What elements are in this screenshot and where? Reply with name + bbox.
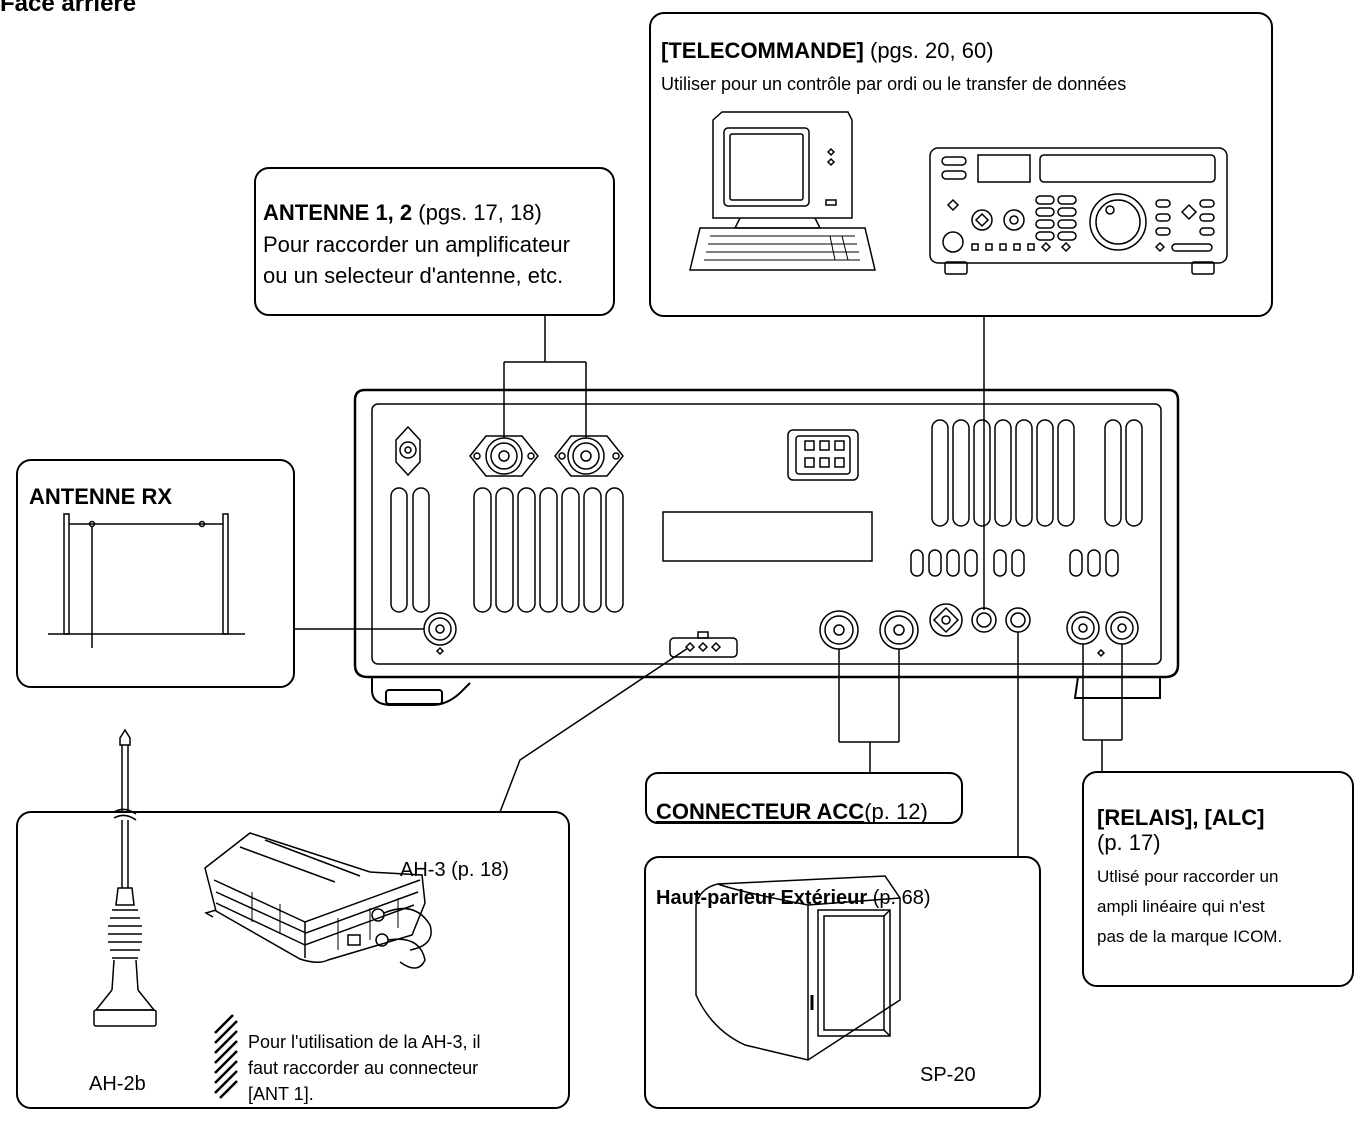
relais-alc-pages: (p. 17) xyxy=(1097,830,1161,855)
note-line3: [ANT 1]. xyxy=(248,1084,314,1104)
connecteur-acc-heading: CONNECTEUR ACC(p. 12) xyxy=(656,798,928,825)
connecteur-acc-callout-box xyxy=(645,772,963,824)
ah2b-model-label: AH-2b xyxy=(89,1073,146,1095)
note-line2: faut raccorder au connecteur xyxy=(248,1058,479,1078)
telecommande-description: Utiliser pour un contrôle par ordi ou le… xyxy=(661,74,1127,94)
telecommande-pages: (pgs. 20, 60) xyxy=(870,38,994,63)
antenne12-line1: Pour raccorder un amplificateur xyxy=(263,232,570,257)
transceiver-front-illustration xyxy=(929,147,1228,275)
relais-alc-callout-box xyxy=(1082,771,1354,987)
haut-parleur-pages: (p. 68) xyxy=(872,887,931,909)
telecommande-label: [TELECOMMANDE] xyxy=(661,38,864,63)
ah3-model-label: AH-3 (p. 18) xyxy=(400,859,509,881)
relais-alc-line1: Utlisé pour raccorder un xyxy=(1097,867,1279,886)
relais-alc-label: [RELAIS], [ALC] xyxy=(1097,805,1265,830)
transceiver-rear-panel xyxy=(353,388,1180,706)
antenne12-label: ANTENNE 1, 2 xyxy=(263,200,413,225)
acc-sockets xyxy=(819,610,919,650)
rx-antenna-connector xyxy=(423,612,457,656)
haut-parleur-heading: Haut-parleur Extérieur (p. 68) xyxy=(656,886,931,911)
antenne12-callout-box xyxy=(254,167,615,316)
ah3-tuner-illustration xyxy=(204,832,432,969)
antenne12-pages: (pgs. 17, 18) xyxy=(418,200,542,225)
antenne12-line2: ou un selecteur d'antenne, etc. xyxy=(263,263,564,288)
connecteur-acc-label: CONNECTEUR ACC xyxy=(656,799,865,824)
relais-alc-leader xyxy=(1082,644,1123,772)
leader-lines xyxy=(294,316,1123,857)
accessories-callout-box xyxy=(16,811,570,1109)
ant2-connector xyxy=(554,435,624,477)
rear-jacks xyxy=(929,603,1031,637)
haut-parleur-label: Haut-parleur Extérieur xyxy=(656,887,868,909)
ground-terminal xyxy=(395,425,421,477)
telecommande-heading: [TELECOMMANDE] (pgs. 20, 60) xyxy=(661,37,994,64)
cooling-vents xyxy=(390,419,1143,613)
dc-power-socket xyxy=(787,429,859,481)
antenne12-leader xyxy=(503,316,587,438)
relais-alc-line2: ampli linéaire qui n'est xyxy=(1097,897,1265,916)
sp20-model-label: SP-20 xyxy=(920,1064,976,1086)
connecteur-acc-leader xyxy=(838,649,900,773)
ant1-connector xyxy=(469,435,539,477)
page-title: Face arrière xyxy=(0,0,137,17)
acc-connector xyxy=(669,631,738,658)
ah2b-antenna-illustration xyxy=(93,728,157,1027)
sp20-speaker-illustration xyxy=(695,875,901,1061)
relais-alc-jacks xyxy=(1066,611,1139,658)
note-line1: Pour l'utilisation de la AH-3, il xyxy=(248,1032,481,1052)
antenne-rx-label: ANTENNE RX xyxy=(29,484,173,509)
label-plate xyxy=(662,511,873,562)
relais-alc-line3: pas de la marque ICOM. xyxy=(1097,927,1283,946)
telecommande-callout-box xyxy=(649,12,1273,317)
connecteur-acc-pages: (p. 12) xyxy=(864,799,928,824)
haut-parleur-callout-box xyxy=(644,856,1041,1109)
rx-antenna-illustration xyxy=(48,513,245,648)
note-hatch-marker xyxy=(214,1014,238,1099)
acc-connector-leader xyxy=(499,647,689,813)
antenne12-heading: ANTENNE 1, 2 (pgs. 17, 18) xyxy=(263,199,542,226)
computer-illustration xyxy=(689,111,876,271)
antenne-rx-callout-box xyxy=(16,459,295,688)
